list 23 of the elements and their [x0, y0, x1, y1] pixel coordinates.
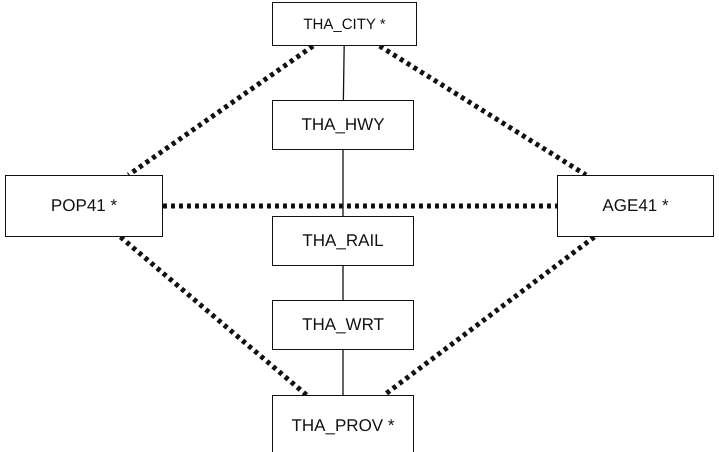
table-name: THA_RAIL — [302, 231, 384, 251]
table-name: POP41 * — [50, 196, 118, 216]
connector-line — [342, 350, 344, 395]
dotted-connector — [382, 235, 596, 397]
table-box — [5, 175, 163, 237]
dotted-connector — [126, 44, 314, 178]
table-box — [272, 300, 414, 350]
dotted-connector — [163, 204, 557, 208]
table-name: THA_CITY * — [303, 16, 386, 32]
table-name: THA_WRT — [302, 315, 384, 335]
table-box — [272, 100, 414, 150]
connector-line — [342, 150, 344, 216]
table-box — [272, 2, 417, 46]
table-name: AGE41 * — [602, 196, 669, 216]
dotted-connector — [118, 235, 308, 397]
connector-line — [342, 266, 344, 300]
dotted-connector — [378, 44, 588, 178]
table-name: THA_PROV * — [292, 416, 394, 436]
table-box — [557, 175, 714, 237]
table-name: THA_HWY — [301, 115, 385, 135]
table-box — [272, 395, 414, 452]
table-box — [272, 216, 414, 266]
connector-line — [342, 46, 345, 100]
